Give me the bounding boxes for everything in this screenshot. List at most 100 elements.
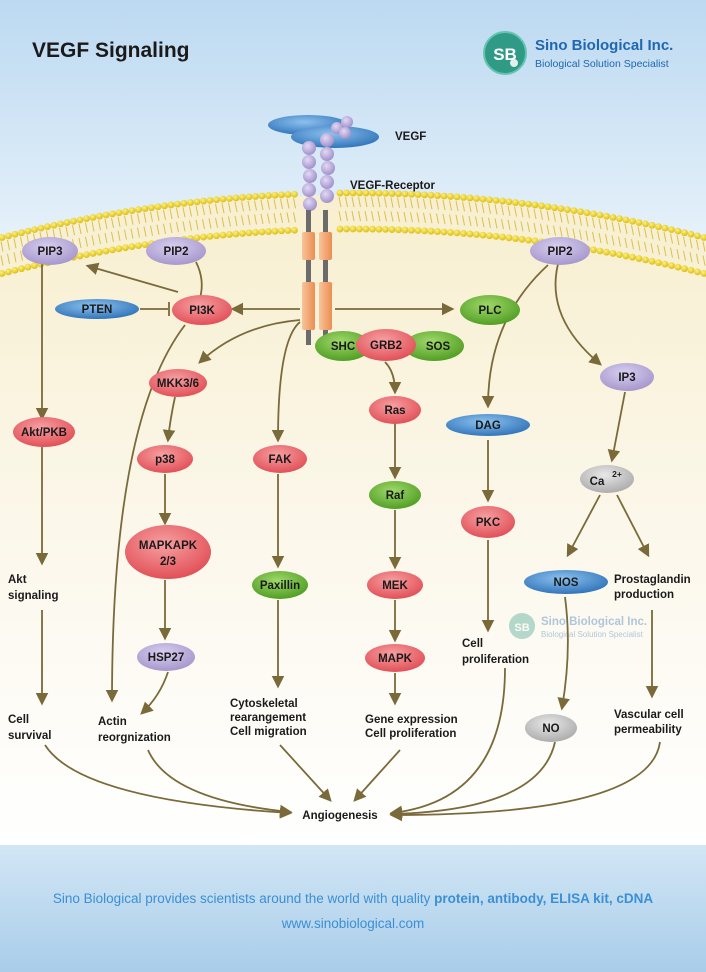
node-pip3	[22, 237, 78, 265]
node-mek	[367, 571, 423, 599]
node-hsp27	[137, 643, 195, 671]
outcome-labels: Akt signaling Cell survival Actin reorgn…	[8, 574, 694, 822]
arrow-vascular-angio	[389, 741, 661, 822]
svg-text:PI3K: PI3K	[189, 305, 215, 317]
node-ip3	[600, 363, 654, 391]
node-shc	[315, 331, 371, 361]
node-akt	[13, 417, 75, 447]
node-pi3k	[172, 295, 232, 325]
node-dag	[446, 414, 530, 436]
arrow-pip2-dag	[481, 264, 549, 409]
svg-text:PIP3: PIP3	[38, 246, 63, 258]
node-mapk	[365, 644, 425, 672]
node-mapkapk	[125, 525, 211, 579]
svg-text:GRB2: GRB2	[370, 340, 402, 352]
footer-tagline: Sino Biological provides scientists arou…	[53, 891, 653, 906]
node-pten	[55, 299, 139, 319]
watermark-tagline: Biological Solution Specialist	[541, 630, 644, 639]
node-grb2	[356, 329, 416, 361]
line-pip2-pi3k	[195, 261, 203, 299]
node-p38	[137, 445, 193, 473]
svg-text:MAPKAPK: MAPKAPK	[139, 540, 198, 552]
svg-text:PLC: PLC	[479, 305, 502, 317]
outcome-vascular: Vascular cell permeability	[614, 709, 687, 736]
svg-text:SB: SB	[514, 622, 529, 634]
arrow-ca-prostaglandin	[616, 494, 650, 558]
outcome-akt-signaling: Akt signaling	[8, 574, 58, 602]
vegf-receptor	[302, 116, 353, 345]
arrow-receptor-mkk	[198, 319, 301, 364]
svg-text:HSP27: HSP27	[148, 652, 184, 664]
outcome-cell-proliferation: Cell proliferation	[462, 638, 529, 666]
arrow-actin-angio	[147, 749, 293, 818]
svg-text:MAPK: MAPK	[378, 653, 413, 665]
outcome-angiogenesis: Angiogenesis	[302, 810, 377, 822]
node-nos	[524, 570, 608, 594]
cytoplasm-background	[0, 195, 706, 845]
footer-url[interactable]: www.sinobiological.com	[281, 916, 425, 931]
pathway-arrows	[35, 261, 661, 822]
brand-tagline: Biological Solution Specialist	[535, 58, 669, 70]
svg-text:NO: NO	[542, 723, 559, 735]
svg-text:Ca: Ca	[590, 476, 605, 488]
svg-text:SOS: SOS	[426, 341, 451, 353]
cell-membrane	[0, 189, 706, 277]
svg-text:MEK: MEK	[382, 580, 408, 592]
node-no	[525, 714, 577, 742]
watermark-logo-icon	[509, 613, 535, 639]
arrow-pi3k-actin	[105, 324, 186, 703]
arrow-cyto-angio	[279, 744, 332, 802]
arrow-gene-angio	[353, 749, 401, 802]
vegf-receptor-label: VEGF-Receptor	[350, 180, 436, 192]
svg-text:DAG: DAG	[475, 420, 501, 432]
node-ca	[580, 465, 634, 493]
brand-logo: SB	[483, 31, 527, 75]
svg-text:FAK: FAK	[269, 454, 293, 466]
vegf-label: VEGF	[395, 131, 426, 143]
outcome-cell-survival: Cell survival	[8, 714, 51, 742]
svg-text:2/3: 2/3	[160, 556, 176, 568]
node-fak	[253, 445, 307, 473]
outcome-gene-expression: Gene expression Cell proliferation	[365, 714, 461, 740]
pathway-nodes: PIP3 PIP2 PIP2 PTEN PI3K PLC SHC GRB2 SO…	[13, 237, 654, 742]
watermark-name: Sino Biological Inc.	[541, 616, 647, 628]
arrow-no-angio	[389, 741, 556, 821]
svg-text:p38: p38	[155, 454, 175, 466]
arrow-hsp27-actin	[140, 671, 169, 715]
footer-band	[0, 845, 706, 972]
node-pkc	[461, 506, 515, 538]
arrow-survival-angio	[44, 744, 293, 819]
svg-text:PTEN: PTEN	[82, 304, 113, 316]
svg-text:NOS: NOS	[554, 577, 579, 589]
outcome-prostaglandin: Prostaglandin production	[614, 574, 694, 601]
svg-text:Raf: Raf	[386, 490, 405, 502]
arrow-ip3-ca	[607, 391, 626, 463]
node-mkk36	[149, 369, 207, 397]
arrow-pip2-ip3	[554, 263, 602, 366]
brand-name: Sino Biological Inc.	[535, 37, 673, 54]
node-raf	[369, 481, 421, 509]
svg-text:PIP2: PIP2	[548, 246, 573, 258]
svg-text:2+: 2+	[612, 469, 622, 479]
svg-text:PIP2: PIP2	[164, 246, 189, 258]
outcome-cytoskeletal: Cytoskeletal rearangement Cell migration	[230, 698, 309, 738]
node-pip2-left	[146, 237, 206, 265]
svg-text:IP3: IP3	[618, 372, 635, 384]
arrow-prolif-angio	[389, 667, 506, 819]
svg-text:SB: SB	[493, 45, 517, 64]
svg-text:MKK3/6: MKK3/6	[157, 378, 199, 390]
svg-text:Ras: Ras	[384, 405, 405, 417]
svg-text:Akt/PKB: Akt/PKB	[21, 427, 67, 439]
svg-text:PKC: PKC	[476, 517, 500, 529]
node-ras	[369, 396, 421, 424]
watermark: SB Sino Biological Inc. Biological Solut…	[509, 613, 647, 639]
node-paxillin	[252, 571, 308, 599]
node-plc	[460, 295, 520, 325]
arrow-grb2-ras	[384, 361, 402, 395]
arrow-receptor-fak	[271, 321, 301, 443]
svg-text:Paxillin: Paxillin	[260, 580, 300, 592]
arrow-nos-no	[557, 596, 570, 711]
outcome-actin: Actin reorgnization	[98, 716, 171, 744]
